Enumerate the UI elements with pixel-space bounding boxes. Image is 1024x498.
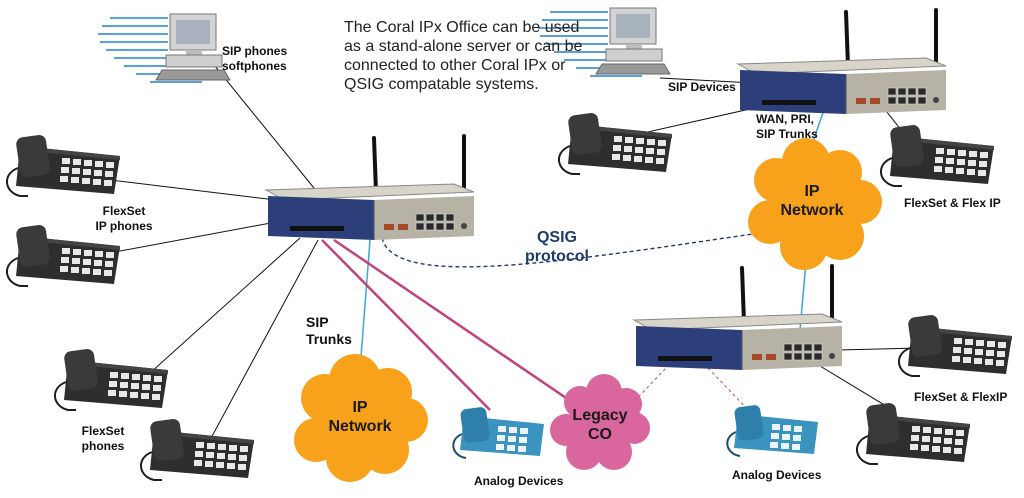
wan-text-2: SIP Trunks	[756, 127, 818, 141]
ip-network-right-label: IP Network	[776, 182, 848, 220]
description-text: The Coral IPx Office can be used as a st…	[344, 19, 583, 93]
sip-trunks-text-1: SIP	[306, 314, 329, 330]
sip-trunks-text-2: Trunks	[306, 331, 352, 347]
qsig-text-1: QSIG	[536, 229, 577, 246]
flexset-phones-text-1: FlexSet	[81, 424, 125, 438]
legacy-co-text-2: CO	[588, 426, 612, 443]
ip-network-left-text-2: Network	[328, 418, 392, 435]
desk-phone-icon	[5, 133, 121, 197]
desk-phone-icon	[557, 111, 673, 175]
coral-ipx-server-icon	[264, 134, 476, 242]
ip-network-left-text-1: IP	[352, 399, 368, 416]
flexset-ip-phones-label: FlexSet IP phones	[84, 204, 164, 234]
desk-phone-icon	[879, 123, 995, 187]
link-bottom-phone-1	[837, 347, 919, 351]
coral-ipx-server-icon	[736, 8, 948, 116]
link-legacy-bottom	[625, 365, 669, 411]
ip-network-right-cloud	[748, 138, 882, 270]
sip-devices-label: SIP Devices	[668, 80, 736, 94]
link-computer-server	[209, 59, 319, 194]
qsig-protocol-label: QSIG protocol	[512, 228, 602, 266]
desk-phone-icon	[53, 347, 169, 411]
computer-icon	[97, 13, 231, 83]
link-legacy-co	[333, 238, 573, 404]
flexset-ip-text-1: FlexSet	[102, 204, 146, 218]
sip-phones-text: SIP phones	[222, 44, 288, 58]
flexset-ip-text-2: IP phones	[95, 219, 153, 233]
link-flexset-ip-1	[109, 179, 277, 201]
flexset-phones-text-2: phones	[81, 439, 125, 453]
link-qsig	[381, 229, 781, 268]
wan-text-1: WAN, PRI,	[756, 112, 815, 126]
ip-network-right-text-2: Network	[780, 202, 844, 219]
flexset-flexip-label: FlexSet & FlexIP	[914, 390, 1008, 404]
flexset-phones-label: FlexSet phones	[70, 424, 136, 454]
ip-network-left-label: IP Network	[322, 398, 398, 436]
ip-network-right-text-1: IP	[804, 183, 820, 200]
wan-pri-label: WAN, PRI, SIP Trunks	[756, 112, 818, 142]
ip-network-left-cloud	[294, 354, 428, 482]
legacy-co-text-1: Legacy	[572, 407, 628, 424]
analog-devices-left-label: Analog Devices	[474, 474, 564, 488]
analog-phone-icon	[452, 405, 545, 459]
desk-phone-icon	[139, 417, 255, 481]
link-flexset-phone-1	[139, 237, 301, 383]
link-flexset-phone-2	[209, 239, 319, 441]
flexset-flex-ip-label: FlexSet & Flex IP	[904, 196, 1001, 210]
sip-trunks-label: SIP Trunks	[306, 314, 352, 348]
analog-phone-icon	[726, 403, 819, 457]
link-flexset-ip-2	[103, 221, 277, 255]
analog-devices-right-label: Analog Devices	[732, 468, 822, 482]
link-analog-left	[321, 239, 491, 411]
legacy-co-cloud	[550, 374, 650, 470]
desk-phone-icon	[897, 313, 1013, 377]
softphones-text: softphones	[222, 59, 287, 73]
sip-phones-label: SIP phones softphones	[222, 44, 287, 74]
legacy-co-label: Legacy CO	[566, 406, 634, 444]
link-sip-trunks	[359, 239, 371, 371]
desk-phone-icon	[855, 401, 971, 465]
qsig-text-2: protocol	[525, 248, 589, 265]
coral-ipx-server-icon	[632, 264, 844, 372]
